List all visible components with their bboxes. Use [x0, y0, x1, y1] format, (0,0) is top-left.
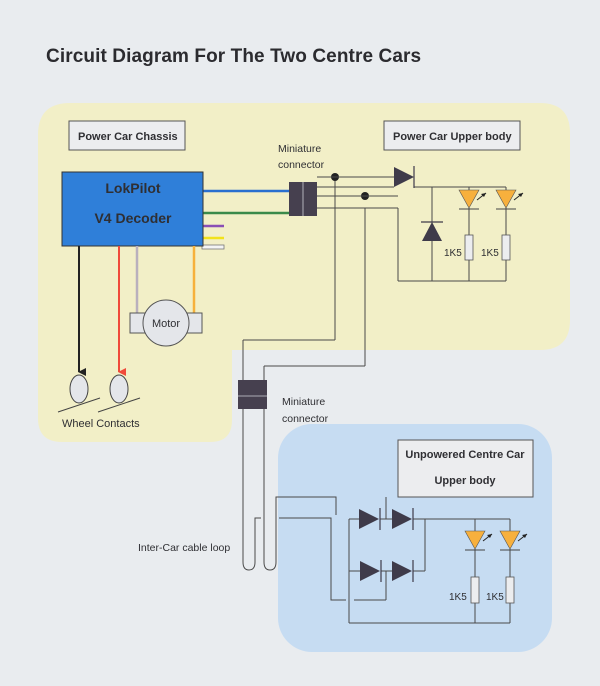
lokpilot-decoder: LokPilot V4 Decoder — [61, 171, 204, 247]
decoder-name: LokPilot — [105, 180, 161, 196]
led-power-car-2 — [495, 189, 524, 210]
wheel-contact-right — [97, 374, 141, 413]
unpowered-car-label-box: Unpowered Centre Car Upper body — [397, 439, 534, 498]
resistor-power-car-2 — [501, 234, 511, 261]
bridge-diode-3 — [360, 560, 382, 582]
resistor-power-car-1 — [464, 234, 474, 261]
decoder-model: V4 Decoder — [94, 210, 172, 226]
miniature-connector-2: Miniature connector — [238, 380, 329, 425]
bridge-diode-2 — [392, 508, 414, 530]
cable-loop-label: Inter-Car cable loop — [138, 542, 230, 554]
unpowered-car-label-line1: Unpowered Centre Car — [405, 449, 525, 461]
motor: Motor — [129, 299, 203, 347]
svg-text:Miniature: Miniature — [278, 143, 321, 155]
led-power-car-1 — [458, 189, 487, 210]
resistor-unpowered-2 — [505, 576, 515, 604]
diode-reverse — [421, 221, 443, 241]
wheel-contacts-label: Wheel Contacts — [62, 418, 140, 430]
bridge-diode-4 — [392, 560, 414, 582]
svg-text:connector: connector — [282, 413, 329, 425]
power-car-chassis-label-box: Power Car Chassis — [68, 120, 186, 151]
svg-text:Miniature: Miniature — [282, 396, 325, 408]
miniature-connector-1: Miniature connector — [278, 143, 325, 216]
resistor-value: 1K5 — [444, 248, 462, 259]
power-car-upper-label-box: Power Car Upper body — [383, 120, 521, 151]
led-unpowered-1 — [464, 530, 493, 551]
diode-series — [394, 166, 415, 188]
inter-car-cable-loop — [242, 409, 346, 601]
led-unpowered-2 — [499, 530, 528, 551]
power-car-upper-label: Power Car Upper body — [393, 131, 512, 143]
unpowered-car-label-line2: Upper body — [434, 475, 496, 487]
resistor-value: 1K5 — [449, 592, 467, 603]
resistor-value: 1K5 — [481, 248, 499, 259]
resistor-value: 1K5 — [486, 592, 504, 603]
power-car-chassis-label: Power Car Chassis — [78, 131, 178, 143]
wire-white — [201, 244, 225, 250]
resistor-unpowered-1 — [470, 576, 480, 604]
bridge-diode-1 — [359, 508, 381, 530]
svg-text:connector: connector — [278, 159, 325, 171]
diagram-title: Circuit Diagram For The Two Centre Cars — [46, 46, 422, 67]
motor-label: Motor — [152, 318, 180, 330]
wheel-contact-left — [57, 374, 101, 413]
